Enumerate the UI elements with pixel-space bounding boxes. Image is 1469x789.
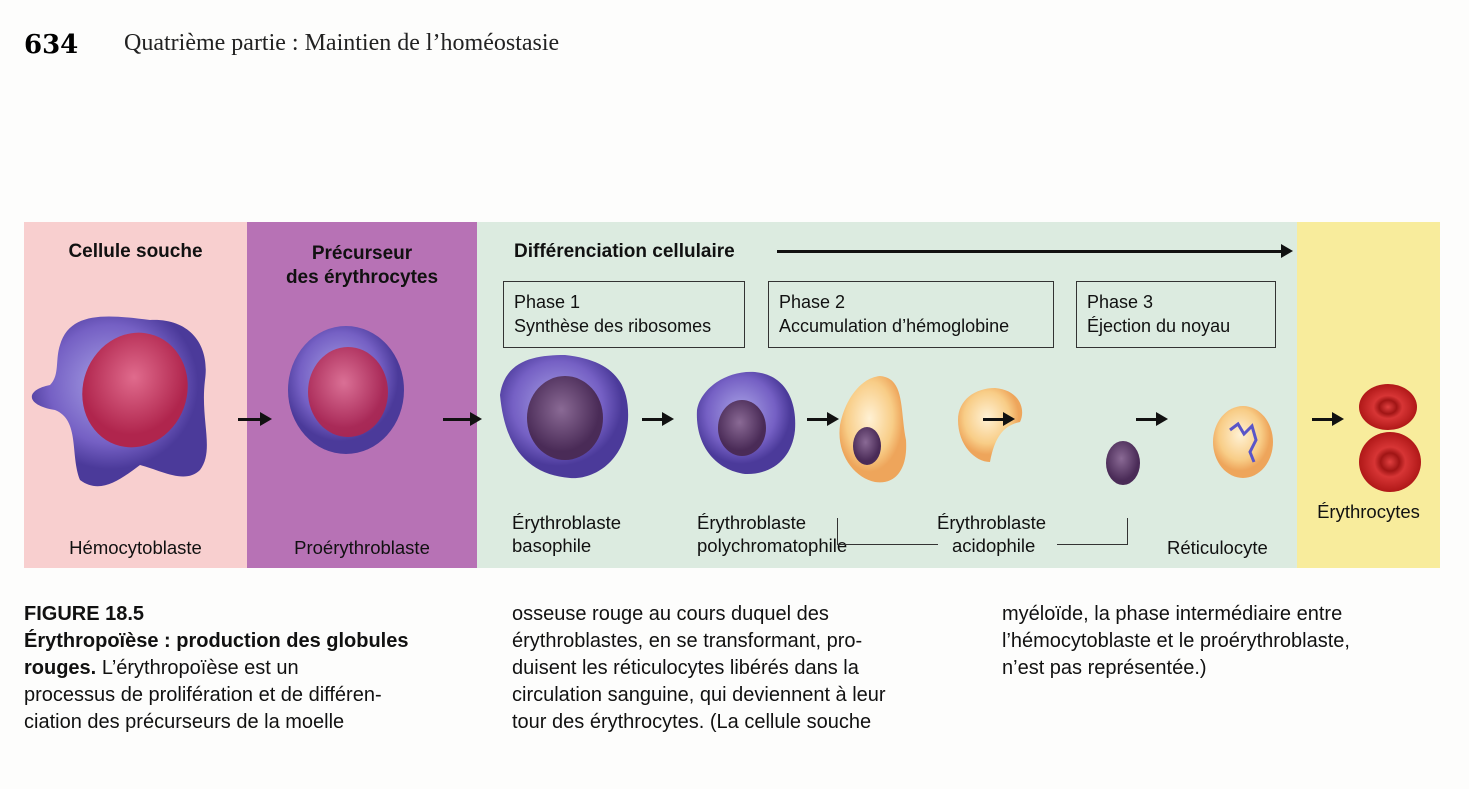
page-number: 634 xyxy=(24,30,79,60)
caption-line: n’est pas représentée.) xyxy=(1002,657,1207,679)
arrow-4 xyxy=(807,412,839,426)
nucleus-ejecting-erythroblast-cell xyxy=(958,388,1140,485)
bracket-left xyxy=(837,518,938,545)
label-basophilic-2: basophile xyxy=(512,535,592,556)
label-hemocytoblast: Hémocytoblaste xyxy=(69,537,202,558)
arrow-2 xyxy=(443,412,482,426)
phase-3-desc: Éjection du noyau xyxy=(1087,316,1231,336)
differentiation-arrow xyxy=(777,244,1293,258)
figure-title: Érythropoïèse : production des globules … xyxy=(24,630,409,679)
caption-line: L’érythropoïèse est un xyxy=(101,657,299,679)
label-proerythroblast: Proérythroblaste xyxy=(294,537,430,558)
label-basophilic-1: Érythroblaste xyxy=(512,512,621,533)
part-title: Quatrième partie : Maintien de l’homéost… xyxy=(124,30,560,56)
polychromatophilic-erythroblast-cell xyxy=(696,371,796,475)
arrow-1 xyxy=(238,412,272,426)
caption-column-1: FIGURE 18.5 Érythropoïèse : production d… xyxy=(24,601,464,736)
caption-line: osseuse rouge au cours duquel des xyxy=(512,603,829,625)
basophilic-erythroblast-cell xyxy=(500,355,629,479)
phase-3-box: Phase 3 Éjection du noyau xyxy=(1076,281,1276,348)
caption-line: circulation sanguine, qui deviennent à l… xyxy=(512,684,886,706)
caption-line: tour des érythrocytes. (La cellule souch… xyxy=(512,711,872,733)
label-acidophilic-2: acidophile xyxy=(952,535,1036,556)
bracket-right xyxy=(1057,518,1128,545)
caption-column-2: osseuse rouge au cours duquel des érythr… xyxy=(512,601,886,736)
phase-1-desc: Synthèse des ribosomes xyxy=(514,316,712,336)
arrow-5 xyxy=(983,412,1015,426)
phase-1-box: Phase 1 Synthèse des ribosomes xyxy=(503,281,745,348)
arrow-3 xyxy=(642,412,674,426)
caption-line: duisent les réticulocytes libérés dans l… xyxy=(512,657,859,679)
heading-differentiation: Différenciation cellulaire xyxy=(514,241,735,262)
phase-1-title: Phase 1 xyxy=(514,292,581,312)
phase-3-title: Phase 3 xyxy=(1087,292,1154,312)
label-reticulocyte: Réticulocyte xyxy=(1167,537,1268,558)
caption-line: processus de prolifération et de différe… xyxy=(24,684,382,706)
label-polychromatophilic-2: polychromatophile xyxy=(697,535,848,556)
caption-line: myéloïde, la phase intermédiaire entre xyxy=(1002,603,1343,625)
caption-line: l’hémocytoblaste et le proérythroblaste, xyxy=(1002,630,1350,652)
heading-precursor-2: des érythrocytes xyxy=(285,267,439,288)
phase-2-box: Phase 2 Accumulation d’hémoglobine xyxy=(768,281,1054,348)
label-erythrocytes: Érythrocytes xyxy=(1317,501,1420,522)
caption-line: ciation des précurseurs de la moelle xyxy=(24,711,345,733)
caption-column-3: myéloïde, la phase intermédiaire entre l… xyxy=(1002,601,1350,682)
heading-stem-cell: Cellule souche xyxy=(68,241,203,262)
arrow-6 xyxy=(1136,412,1168,426)
arrow-7 xyxy=(1312,412,1344,426)
label-polychromatophilic-1: Érythroblaste xyxy=(697,512,806,533)
heading-precursor-1: Précurseur xyxy=(311,243,413,264)
acidophilic-erythroblast-cell xyxy=(839,376,907,483)
label-acidophilic-1: Érythroblaste xyxy=(937,512,1046,533)
phase-2-desc: Accumulation d’hémoglobine xyxy=(779,316,1010,336)
reticulocyte-cell xyxy=(1213,406,1273,478)
phase-2-title: Phase 2 xyxy=(779,292,846,312)
figure-label: FIGURE 18.5 xyxy=(24,603,145,625)
hemocytoblast-cell xyxy=(31,316,207,487)
proerythroblast-cell xyxy=(288,326,404,454)
erythrocyte-cells xyxy=(1359,384,1421,492)
caption-line: érythroblastes, en se transformant, pro- xyxy=(512,630,863,652)
